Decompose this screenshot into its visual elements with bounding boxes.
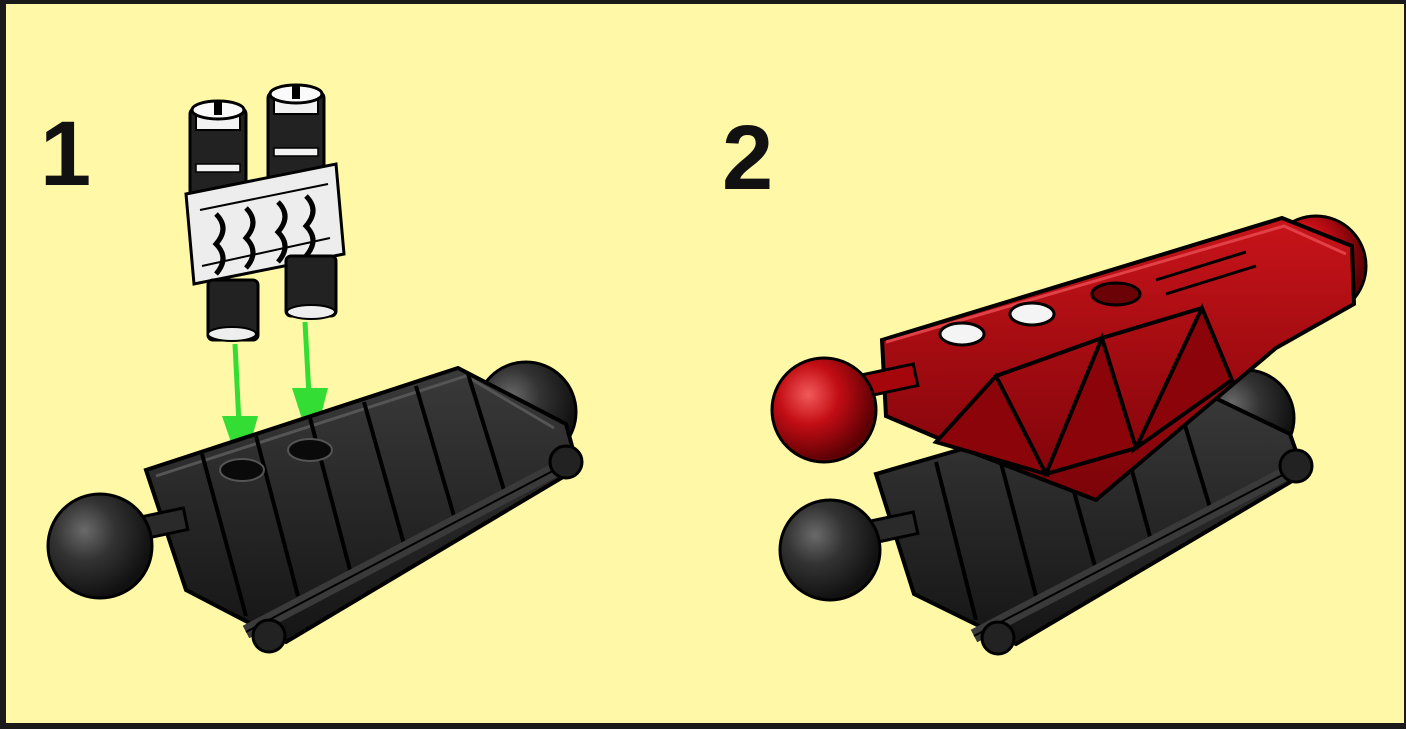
- pin-connector-part: [186, 85, 344, 341]
- step1-illustration: [48, 85, 582, 652]
- step2-illustration: [772, 216, 1366, 654]
- illustration-canvas: [6, 4, 1404, 723]
